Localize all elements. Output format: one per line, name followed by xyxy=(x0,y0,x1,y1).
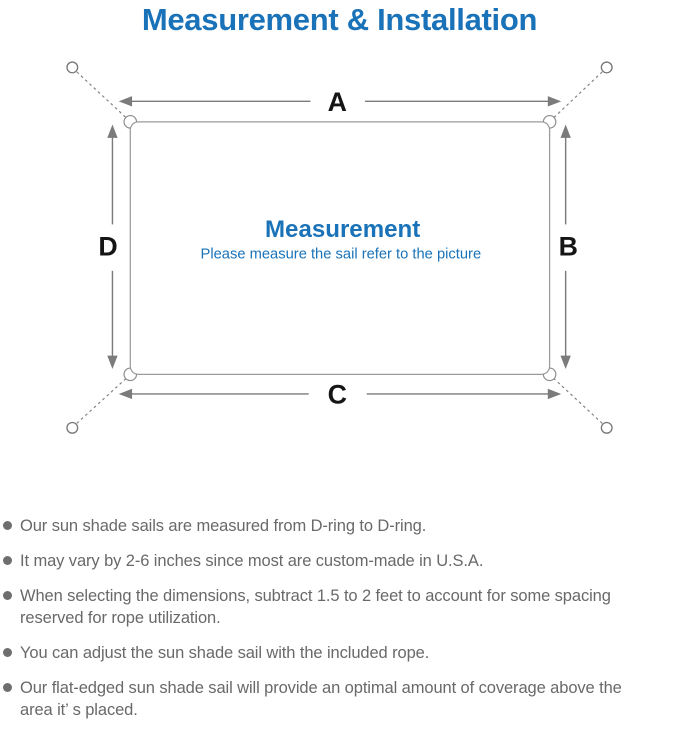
diagram-center-title: Measurement xyxy=(265,216,420,243)
dimension-label-a: A xyxy=(328,87,347,117)
bullet-icon xyxy=(3,591,12,600)
note-text: It may vary by 2-6 inches since most are… xyxy=(20,552,484,570)
mounting-rings xyxy=(66,61,613,434)
diagram-center-subtitle: Please measure the sail refer to the pic… xyxy=(201,246,482,262)
bullet-icon xyxy=(3,521,12,530)
anchor-line-top-right xyxy=(552,71,603,119)
anchor-line-bottom-right xyxy=(552,377,603,424)
arrowhead-down2-icon xyxy=(560,355,571,369)
bullet-icon xyxy=(3,556,12,565)
notes-list: Our sun shade sails are measured from D-… xyxy=(0,515,679,721)
dimension-label-c: C xyxy=(328,380,347,410)
note-text: Our flat-edged sun shade sail will provi… xyxy=(20,679,622,719)
note-item: You can adjust the sun shade sail with t… xyxy=(3,642,671,664)
dimension-arrowheads xyxy=(107,96,571,400)
measurement-diagram: A B C D Measurement Please measure the s… xyxy=(66,61,613,434)
note-item: Our sun shade sails are measured from D-… xyxy=(3,515,671,537)
mount-ring-icon-bottom-left xyxy=(66,421,79,434)
arrowhead-right2-icon xyxy=(547,388,562,400)
note-item: When selecting the dimensions, subtract … xyxy=(3,585,671,629)
mount-ring-icon-top-right xyxy=(600,61,613,74)
arrowhead-up2-icon xyxy=(560,124,571,138)
mount-ring-icon-bottom-right xyxy=(600,421,613,434)
dimension-label-b: B xyxy=(559,232,578,262)
arrowhead-left-icon xyxy=(118,96,133,107)
note-text: Our sun shade sails are measured from D-… xyxy=(20,517,427,535)
note-item: Our flat-edged sun shade sail will provi… xyxy=(3,677,671,721)
note-text: When selecting the dimensions, subtract … xyxy=(20,587,611,627)
arrowhead-left2-icon xyxy=(118,388,133,400)
arrowhead-right-icon xyxy=(547,96,562,107)
arrowhead-down-icon xyxy=(107,355,118,369)
dimension-label-d: D xyxy=(98,232,117,262)
anchor-line-top-left xyxy=(76,71,128,119)
page-title: Measurement & Installation xyxy=(141,2,538,37)
dimension-lines xyxy=(111,100,567,395)
bullet-icon xyxy=(3,648,12,657)
note-item: It may vary by 2-6 inches since most are… xyxy=(3,550,671,572)
note-text: You can adjust the sun shade sail with t… xyxy=(20,644,430,662)
anchor-line-bottom-left xyxy=(76,377,128,424)
arrowhead-up-icon xyxy=(107,124,118,138)
sail-outline xyxy=(129,121,551,375)
mount-ring-icon-top-left xyxy=(66,61,79,74)
bullet-icon xyxy=(3,683,12,692)
